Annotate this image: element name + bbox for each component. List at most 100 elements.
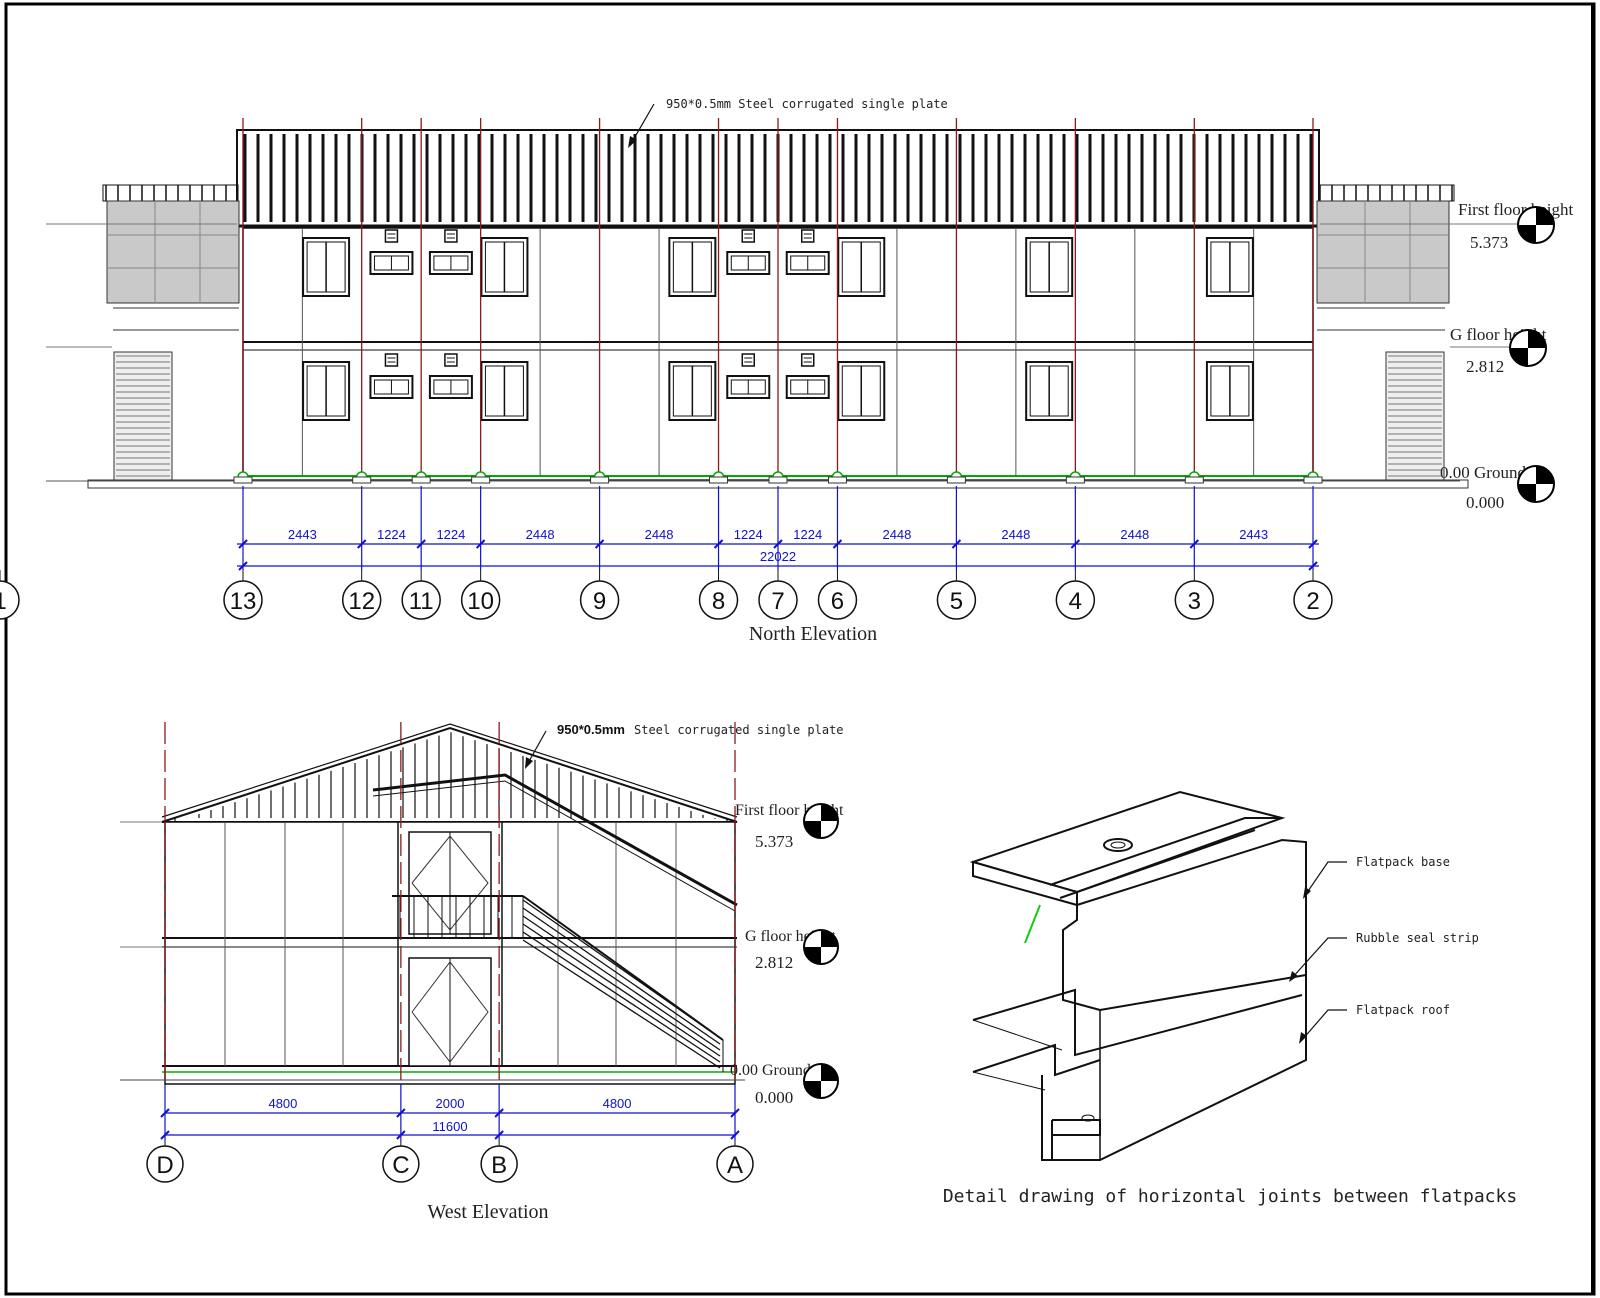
- level-value: 2.812: [755, 953, 793, 972]
- dimension-label: 2448: [1001, 527, 1030, 542]
- svg-text:5: 5: [950, 588, 963, 615]
- level-value: 5.373: [1470, 233, 1508, 252]
- svg-text:10: 10: [467, 588, 494, 615]
- dimension-label: 2448: [882, 527, 911, 542]
- level-g-floor: G floor height 2.812: [745, 928, 839, 972]
- svg-text:D: D: [156, 1152, 173, 1179]
- dimension-label: 1224: [436, 527, 465, 542]
- window: [1205, 237, 1254, 297]
- label-rubble-seal-strip: Rubble seal strip: [1356, 931, 1479, 945]
- axis-bubble: 6: [817, 570, 858, 620]
- level-symbol-icon: [1517, 465, 1555, 503]
- windows: [302, 229, 1254, 421]
- svg-text:9: 9: [593, 588, 606, 615]
- level-ground: 0.00 Ground 0.000: [730, 1062, 839, 1107]
- axis-bubble: 10: [460, 570, 501, 620]
- dimension-label: 1224: [734, 527, 763, 542]
- north-elevation: 950*0.5mm Steel corrugated single plate …: [0, 97, 1573, 645]
- level-first-floor: First floor height 5.373: [1458, 200, 1573, 252]
- svg-text:11: 11: [409, 588, 434, 615]
- stair-steps: [116, 355, 1442, 477]
- roof-ribs: [105, 134, 1453, 222]
- dimension-label: 2448: [526, 527, 555, 542]
- window: [480, 361, 529, 421]
- west-elevation: 950*0.5mm Steel corrugated single plate …: [120, 722, 844, 1223]
- axis-bubble: 4: [1055, 570, 1096, 620]
- level-symbol-icon: [803, 803, 839, 839]
- wall-panels: [224, 822, 677, 1066]
- detail-title: Detail drawing of horizontal joints betw…: [943, 1186, 1517, 1207]
- west-stair-block: [102, 184, 240, 481]
- dimension-label: 4800: [603, 1096, 632, 1111]
- level-value: 5.373: [755, 832, 793, 851]
- window: [302, 237, 351, 297]
- axis-bubble: 12: [341, 570, 382, 620]
- axis-bubble: A: [716, 1140, 754, 1183]
- vent-window: [726, 353, 771, 399]
- window: [837, 237, 886, 297]
- svg-text:2: 2: [1306, 588, 1319, 615]
- axis-bubble: 2: [1293, 570, 1333, 620]
- dimension-label: 2000: [436, 1096, 465, 1111]
- sheet-border: [4, 2, 1596, 1296]
- level-label: 0.00 Ground: [1440, 463, 1526, 482]
- roof-note: 950*0.5mm Steel corrugated single plate: [666, 97, 948, 111]
- axis-bubble: 11: [401, 570, 441, 620]
- porch-canopy: [372, 773, 738, 907]
- dimension-label: 2448: [645, 527, 674, 542]
- east-stair-block: [1316, 184, 1455, 481]
- vent-window: [428, 229, 473, 275]
- svg-text:B: B: [491, 1152, 507, 1179]
- svg-text:12: 12: [348, 588, 375, 615]
- level-first-floor: First floor height 5.373: [735, 802, 844, 851]
- svg-text:13: 13: [230, 588, 257, 615]
- level-value: 0.000: [755, 1088, 793, 1107]
- axis-bubbles: 13 12 11 10 9 8 7 6 5 4 3 2 1: [0, 570, 1333, 620]
- roof-note-spec: 950*0.5mm: [557, 722, 625, 737]
- dimension-label: 4800: [268, 1096, 297, 1111]
- svg-text:3: 3: [1188, 588, 1201, 615]
- vent-window: [726, 229, 771, 275]
- axis-bubble: D: [146, 1140, 184, 1183]
- window: [1025, 361, 1074, 421]
- axis-bubble: 7: [758, 570, 798, 620]
- svg-text:A: A: [727, 1152, 743, 1179]
- level-label: First floor height: [1458, 200, 1573, 219]
- level-ground: 0.00 Ground 0.000: [1440, 463, 1555, 512]
- gable-roof: [161, 726, 738, 823]
- west-elevation-title: West Elevation: [427, 1201, 548, 1223]
- svg-text:7: 7: [771, 588, 784, 615]
- total-dimension: 22022: [760, 549, 796, 564]
- axis-bubble: 3: [1174, 570, 1215, 620]
- north-elevation-title: North Elevation: [749, 623, 877, 645]
- window: [668, 237, 717, 297]
- label-flatpack-roof: Flatpack roof: [1356, 1003, 1450, 1017]
- axis-bubble: C: [382, 1140, 420, 1183]
- total-dimension: 11600: [432, 1119, 467, 1134]
- dimension-label: 2443: [288, 527, 317, 542]
- vent-window: [785, 353, 830, 399]
- vent-window: [369, 229, 414, 275]
- dimension-chain: 4800 2000 4800: [160, 1084, 740, 1140]
- axis-bubble: 9: [579, 570, 620, 620]
- axis-bubble: 13: [223, 570, 263, 620]
- lower-door: [408, 957, 492, 1067]
- vent-window: [369, 353, 414, 399]
- svg-text:C: C: [392, 1152, 409, 1179]
- level-g-floor: G floor height 2.812: [1450, 325, 1547, 376]
- level-symbol-icon: [803, 929, 839, 965]
- level-symbol-icon: [803, 1063, 839, 1099]
- grid-axis-lines: [164, 722, 736, 1080]
- axis-bubble: 1: [0, 570, 20, 620]
- label-flatpack-base: Flatpack base: [1356, 855, 1450, 869]
- window: [668, 361, 717, 421]
- dimension-label: 1224: [377, 527, 406, 542]
- axis-bubble: 8: [698, 570, 739, 620]
- vent-window: [785, 229, 830, 275]
- roof-note: Steel corrugated single plate: [634, 723, 844, 737]
- window: [837, 361, 886, 421]
- svg-text:4: 4: [1069, 588, 1082, 615]
- level-value: 0.000: [1466, 493, 1504, 512]
